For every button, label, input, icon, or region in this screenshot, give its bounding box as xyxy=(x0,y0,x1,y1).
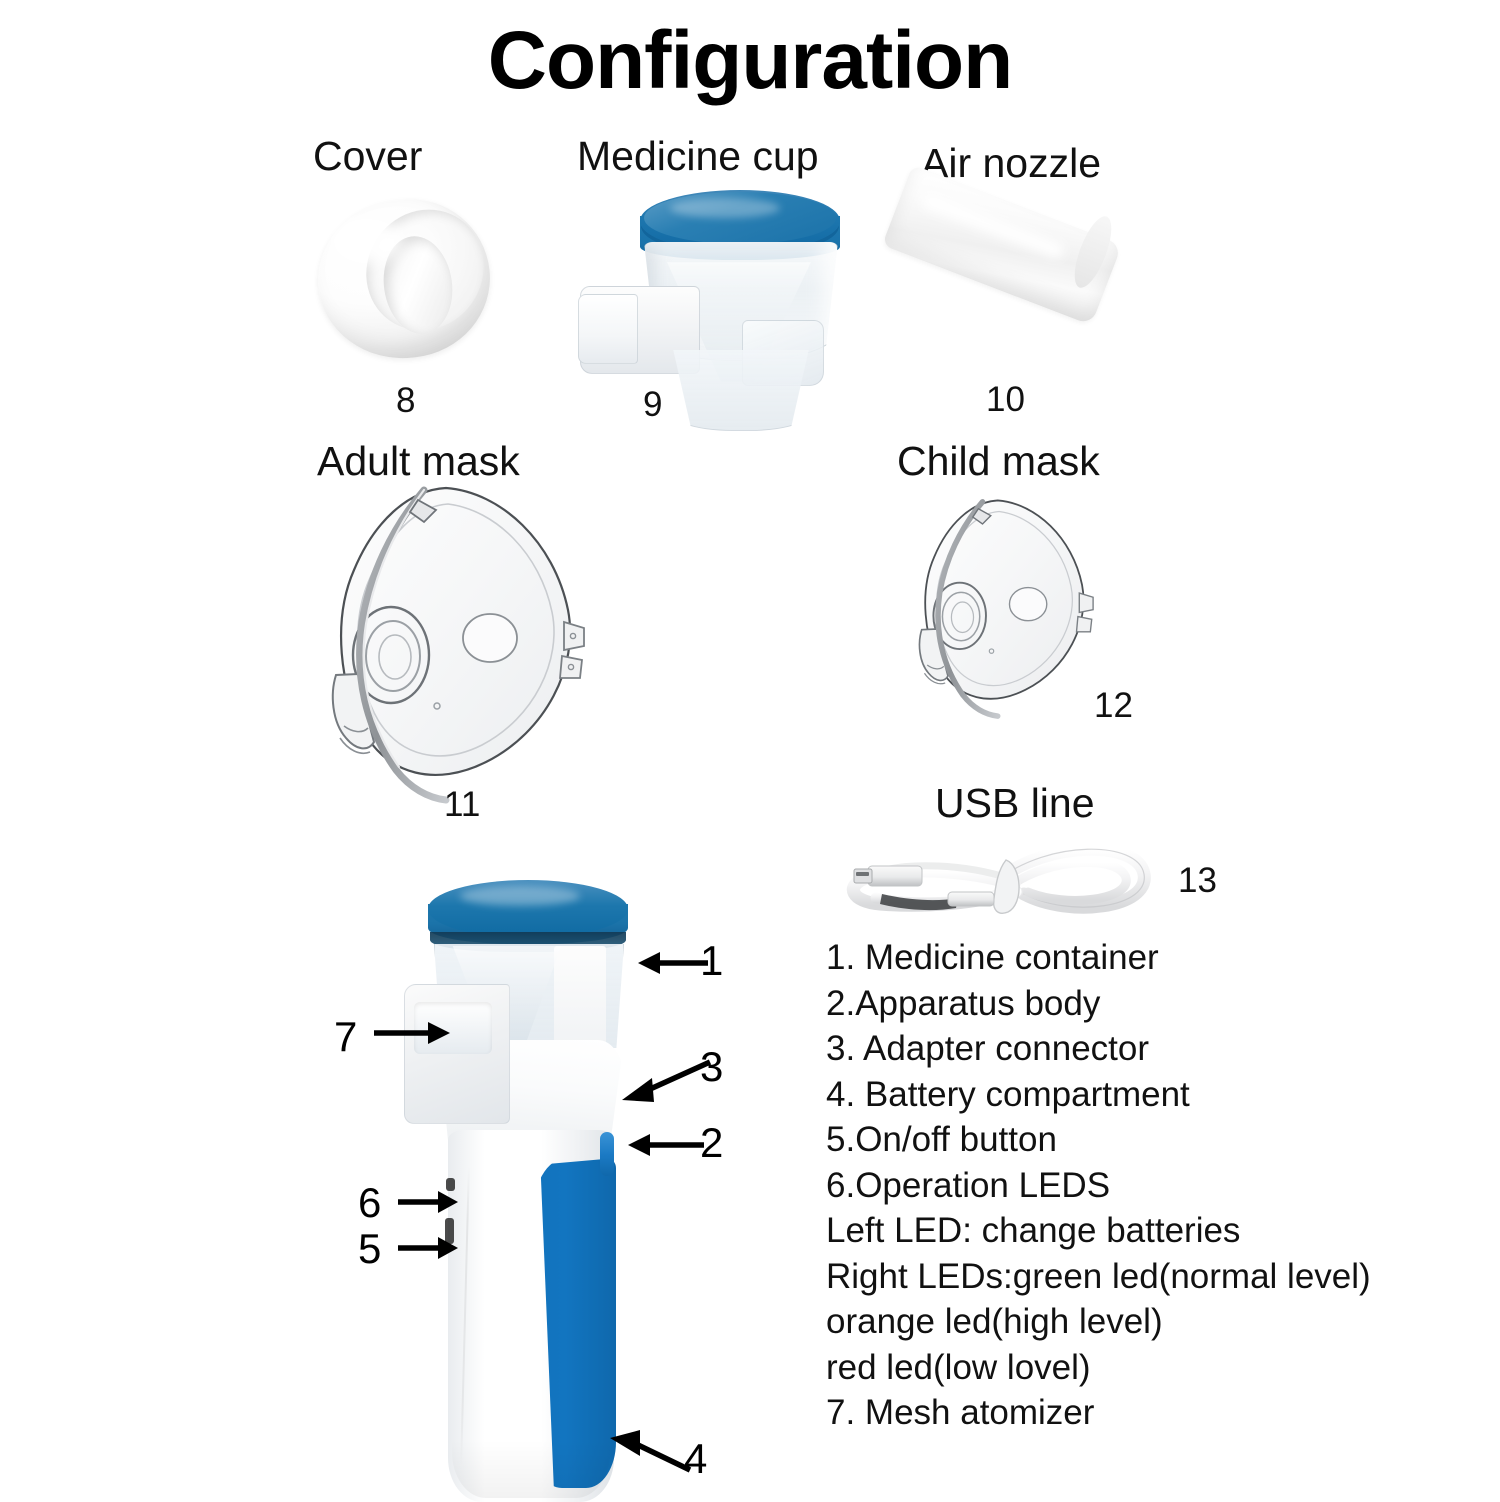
part-label-cover: Cover xyxy=(313,133,423,179)
part-label-air-nozzle: Air nozzle xyxy=(921,140,1102,186)
part-number-air-nozzle: 10 xyxy=(986,380,1025,419)
legend-item-7: 7. Mesh atomizer xyxy=(826,1393,1095,1432)
child-mask-image xyxy=(890,488,1140,723)
air-nozzle-image xyxy=(882,164,1124,362)
part-label-child-mask: Child mask xyxy=(897,438,1100,484)
cover-image xyxy=(310,191,500,367)
legend-item-left-led: Left LED: change batteries xyxy=(826,1211,1241,1250)
callout-arrow-1 xyxy=(638,952,708,974)
legend-item-1: 1. Medicine container xyxy=(826,938,1159,977)
callout-arrow-6 xyxy=(398,1191,458,1213)
part-number-usb-line: 13 xyxy=(1178,861,1217,900)
legend-item-2: 2.Apparatus body xyxy=(826,983,1101,1023)
legend-item-orange-led: orange led(high level) xyxy=(826,1302,1163,1341)
part-label-usb-line: USB line xyxy=(935,780,1095,826)
part-label-medicine-cup: Medicine cup xyxy=(577,133,819,179)
legend-item-right-leds: Right LEDs:green led(normal level) xyxy=(826,1256,1371,1296)
legend-item-3: 3. Adapter connector xyxy=(826,1029,1149,1068)
part-number-adult-mask: 11 xyxy=(444,785,481,824)
usb-line-image xyxy=(838,822,1178,932)
adult-mask-image xyxy=(296,470,646,810)
parts-legend-list: 1. Medicine container 2.Apparatus body 3… xyxy=(826,935,1446,1436)
callout-label-1: 1 xyxy=(700,937,724,984)
callout-label-5: 5 xyxy=(358,1225,382,1272)
part-label-adult-mask: Adult mask xyxy=(317,438,520,484)
callout-arrow-2 xyxy=(628,1134,704,1156)
callout-label-4: 4 xyxy=(684,1435,708,1482)
callout-arrow-7 xyxy=(374,1022,450,1044)
nebulizer-device-image xyxy=(404,880,684,1502)
callout-label-2: 2 xyxy=(700,1119,724,1166)
page-title: Configuration xyxy=(487,15,1013,106)
callout-arrow-4 xyxy=(610,1430,692,1473)
callout-label-6: 6 xyxy=(358,1179,382,1226)
callout-label-7: 7 xyxy=(334,1013,358,1060)
legend-item-4: 4. Battery compartment xyxy=(826,1074,1190,1114)
legend-item-red-led: red led(low lovel) xyxy=(826,1347,1091,1387)
callout-arrow-3 xyxy=(622,1059,712,1102)
callout-arrow-5 xyxy=(398,1237,458,1259)
part-number-cover: 8 xyxy=(396,381,416,420)
part-number-medicine-cup: 9 xyxy=(643,385,663,424)
callout-label-3: 3 xyxy=(700,1043,724,1090)
medicine-cup-image xyxy=(578,190,850,431)
legend-item-6: 6.Operation LEDS xyxy=(826,1165,1111,1205)
part-number-child-mask: 12 xyxy=(1094,686,1133,725)
legend-item-5: 5.On/off button xyxy=(826,1120,1057,1159)
